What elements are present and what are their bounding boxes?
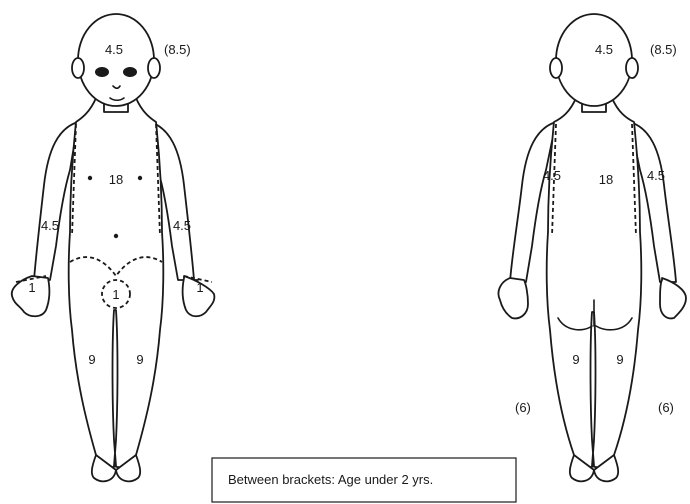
- back-right-leg-infant-label: (6): [658, 400, 674, 415]
- front-right-ear: [72, 58, 84, 78]
- back-head-infant-label: (8.5): [650, 42, 677, 57]
- back-head-label: 4.5: [595, 42, 613, 57]
- front-left-arm-label: 4.5: [173, 218, 191, 233]
- front-right-hand-label: 1: [28, 280, 35, 295]
- front-torso-legs: [69, 98, 164, 467]
- front-right-eye: [95, 67, 109, 77]
- front-head-label: 4.5: [105, 42, 123, 57]
- front-left-nipple: [138, 176, 142, 180]
- front-head-infant-label: (8.5): [164, 42, 191, 57]
- back-left-leg-label: 9: [572, 352, 579, 367]
- front-body-figure: [12, 14, 215, 481]
- back-right-hand: [660, 278, 686, 318]
- back-torso-legs: [547, 98, 642, 467]
- front-left-hand-label: 1: [196, 280, 203, 295]
- front-left-leg-label: 9: [136, 352, 143, 367]
- back-head: [556, 14, 632, 106]
- front-navel: [114, 234, 118, 238]
- front-right-arm-label: 4.5: [41, 218, 59, 233]
- back-left-arm-label: 4.5: [543, 168, 561, 183]
- front-left-ear: [148, 58, 160, 78]
- back-trunk-label: 18: [599, 172, 613, 187]
- back-right-ear: [626, 58, 638, 78]
- back-left-leg-infant-label: (6): [515, 400, 531, 415]
- front-right-nipple: [88, 176, 92, 180]
- front-trunk-label: 18: [109, 172, 123, 187]
- front-right-leg-label: 9: [88, 352, 95, 367]
- front-left-eye: [123, 67, 137, 77]
- age-legend: Between brackets: Age under 2 yrs.: [212, 458, 516, 502]
- back-left-hand: [498, 278, 528, 318]
- front-genital-label: 1: [112, 287, 119, 302]
- legend-text: Between brackets: Age under 2 yrs.: [228, 472, 433, 487]
- back-right-leg-label: 9: [616, 352, 623, 367]
- back-right-arm-label: 4.5: [647, 168, 665, 183]
- front-head: [78, 14, 154, 106]
- back-left-ear: [550, 58, 562, 78]
